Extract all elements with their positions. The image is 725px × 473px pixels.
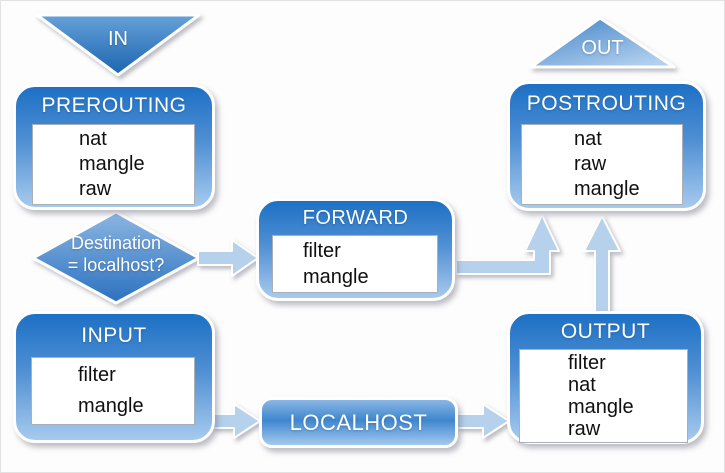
forward-title: FORWARD	[302, 206, 409, 229]
table-item: filter	[303, 240, 341, 262]
forward-chain-box: FORWARD filter mangle	[256, 198, 455, 301]
table-item: raw	[574, 153, 607, 175]
input-chain-box: INPUT filter mangle	[13, 311, 215, 443]
out-exit-triangle	[529, 16, 676, 69]
arrow-localhost-to-output	[456, 403, 510, 439]
prerouting-title: PREROUTING	[41, 93, 187, 117]
input-tables-list: filter mangle	[31, 357, 195, 425]
decision-diamond	[31, 210, 201, 305]
table-item: nat	[79, 128, 107, 150]
output-chain-box: OUTPUT filter nat mangle raw	[507, 311, 704, 444]
forward-tables-list: filter mangle	[272, 235, 438, 293]
table-item: mangle	[574, 178, 640, 200]
prerouting-tables-list: nat mangle raw	[32, 124, 195, 205]
output-tables-list: filter nat mangle raw	[519, 349, 688, 443]
postrouting-chain-box: POSTROUTING nat raw mangle	[507, 81, 706, 211]
localhost-node: LOCALHOST	[259, 397, 458, 448]
arrow-forward-to-postrouting	[455, 214, 560, 275]
prerouting-chain-box: PREROUTING nat mangle raw	[13, 84, 215, 210]
arrow-output-to-postrouting	[583, 215, 621, 314]
table-item: filter	[568, 352, 606, 374]
arrow-decision-to-forward	[197, 239, 259, 277]
table-item: nat	[568, 374, 596, 396]
table-item: filter	[78, 364, 116, 386]
table-item: mangle	[303, 266, 369, 288]
postrouting-title: POSTROUTING	[526, 92, 687, 115]
table-item: mangle	[78, 395, 144, 417]
table-item: mangle	[568, 396, 634, 418]
arrow-input-to-localhost	[212, 403, 261, 439]
output-title: OUTPUT	[560, 319, 651, 343]
postrouting-tables-list: nat raw mangle	[521, 124, 683, 205]
table-item: raw	[568, 418, 601, 440]
table-item: nat	[574, 128, 602, 150]
table-item: raw	[79, 178, 112, 200]
localhost-label: LOCALHOST	[289, 409, 428, 435]
table-item: mangle	[79, 153, 145, 175]
in-entry-triangle	[35, 13, 201, 77]
input-title: INPUT	[81, 323, 147, 347]
